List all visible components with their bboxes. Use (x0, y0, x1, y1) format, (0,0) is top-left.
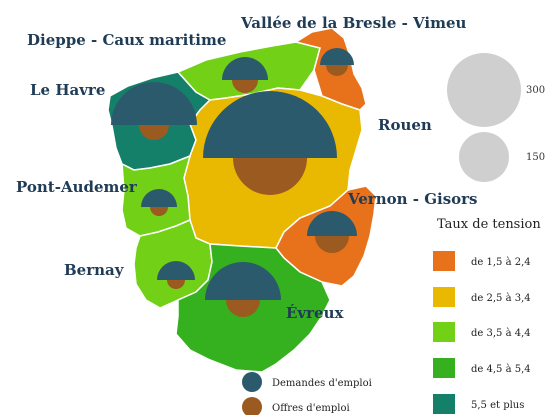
legend-swatch-t5 (433, 394, 455, 414)
label-vernon-gisors: Vernon - Gisors (347, 190, 478, 208)
legend-item-t5: 5,5 et plus (433, 394, 524, 414)
legend-offres-label: Offres d'emploi (272, 403, 350, 414)
legend-label-t4: de 4,5 à 5,4 (471, 364, 531, 375)
size-legend-label-small: 150 (526, 152, 545, 163)
legend-swatch-t2 (433, 287, 455, 307)
size-legend-label-large: 300 (526, 85, 545, 96)
legend-swatch-t1 (433, 251, 455, 271)
legend-demandes: Demandes d'emploi (242, 372, 372, 392)
legend-item-t1: de 1,5 à 2,4 (433, 251, 531, 271)
demandes-half-circle-le-havre (111, 82, 197, 125)
circle-layer (111, 48, 357, 317)
label-rouen: Rouen (378, 116, 432, 134)
legend-label-t3: de 3,5 à 4,4 (471, 328, 531, 339)
demandes-half-circle-pont-audemer (141, 189, 177, 207)
demandes-half-circle-bernay (157, 261, 195, 280)
label-dieppe-caux-maritime: Dieppe - Caux maritime (27, 31, 226, 49)
legend-title: Taux de tension (437, 217, 541, 232)
demandes-half-circle-rouen (203, 91, 337, 158)
size-legend-circle-small (459, 132, 509, 182)
legend-swatch-t3 (433, 322, 455, 342)
demandes-half-circle-dieppe-caux-maritime (222, 57, 268, 80)
legend-offres-marker (242, 397, 262, 415)
label-le-havre: Le Havre (30, 81, 105, 99)
legend-item-t4: de 4,5 à 5,4 (433, 358, 531, 378)
legend-item-t2: de 2,5 à 3,4 (433, 287, 531, 307)
legend-label-t2: de 2,5 à 3,4 (471, 293, 531, 304)
legend-swatch-t4 (433, 358, 455, 378)
legend-demandes-label: Demandes d'emploi (272, 378, 372, 389)
demandes-half-circle-vernon-gisors (307, 211, 357, 236)
label-pont-audemer: Pont-Audemer (16, 178, 138, 196)
label-evreux: Évreux (286, 304, 345, 322)
legend-label-t5: 5,5 et plus (471, 400, 524, 411)
legend-item-t3: de 3,5 à 4,4 (433, 322, 531, 342)
label-bernay: Bernay (64, 261, 125, 279)
label-vallee-bresle-vimeu: Vallée de la Bresle - Vimeu (240, 14, 467, 32)
demandes-half-circle-evreux (205, 262, 281, 300)
size-legend-circle-large (447, 53, 521, 127)
demandes-half-circle-vallee-bresle-vimeu (320, 48, 354, 65)
legend-demandes-marker (242, 372, 262, 392)
legend-offres: Offres d'emploi (242, 397, 350, 415)
legend-label-t1: de 1,5 à 2,4 (471, 257, 531, 268)
